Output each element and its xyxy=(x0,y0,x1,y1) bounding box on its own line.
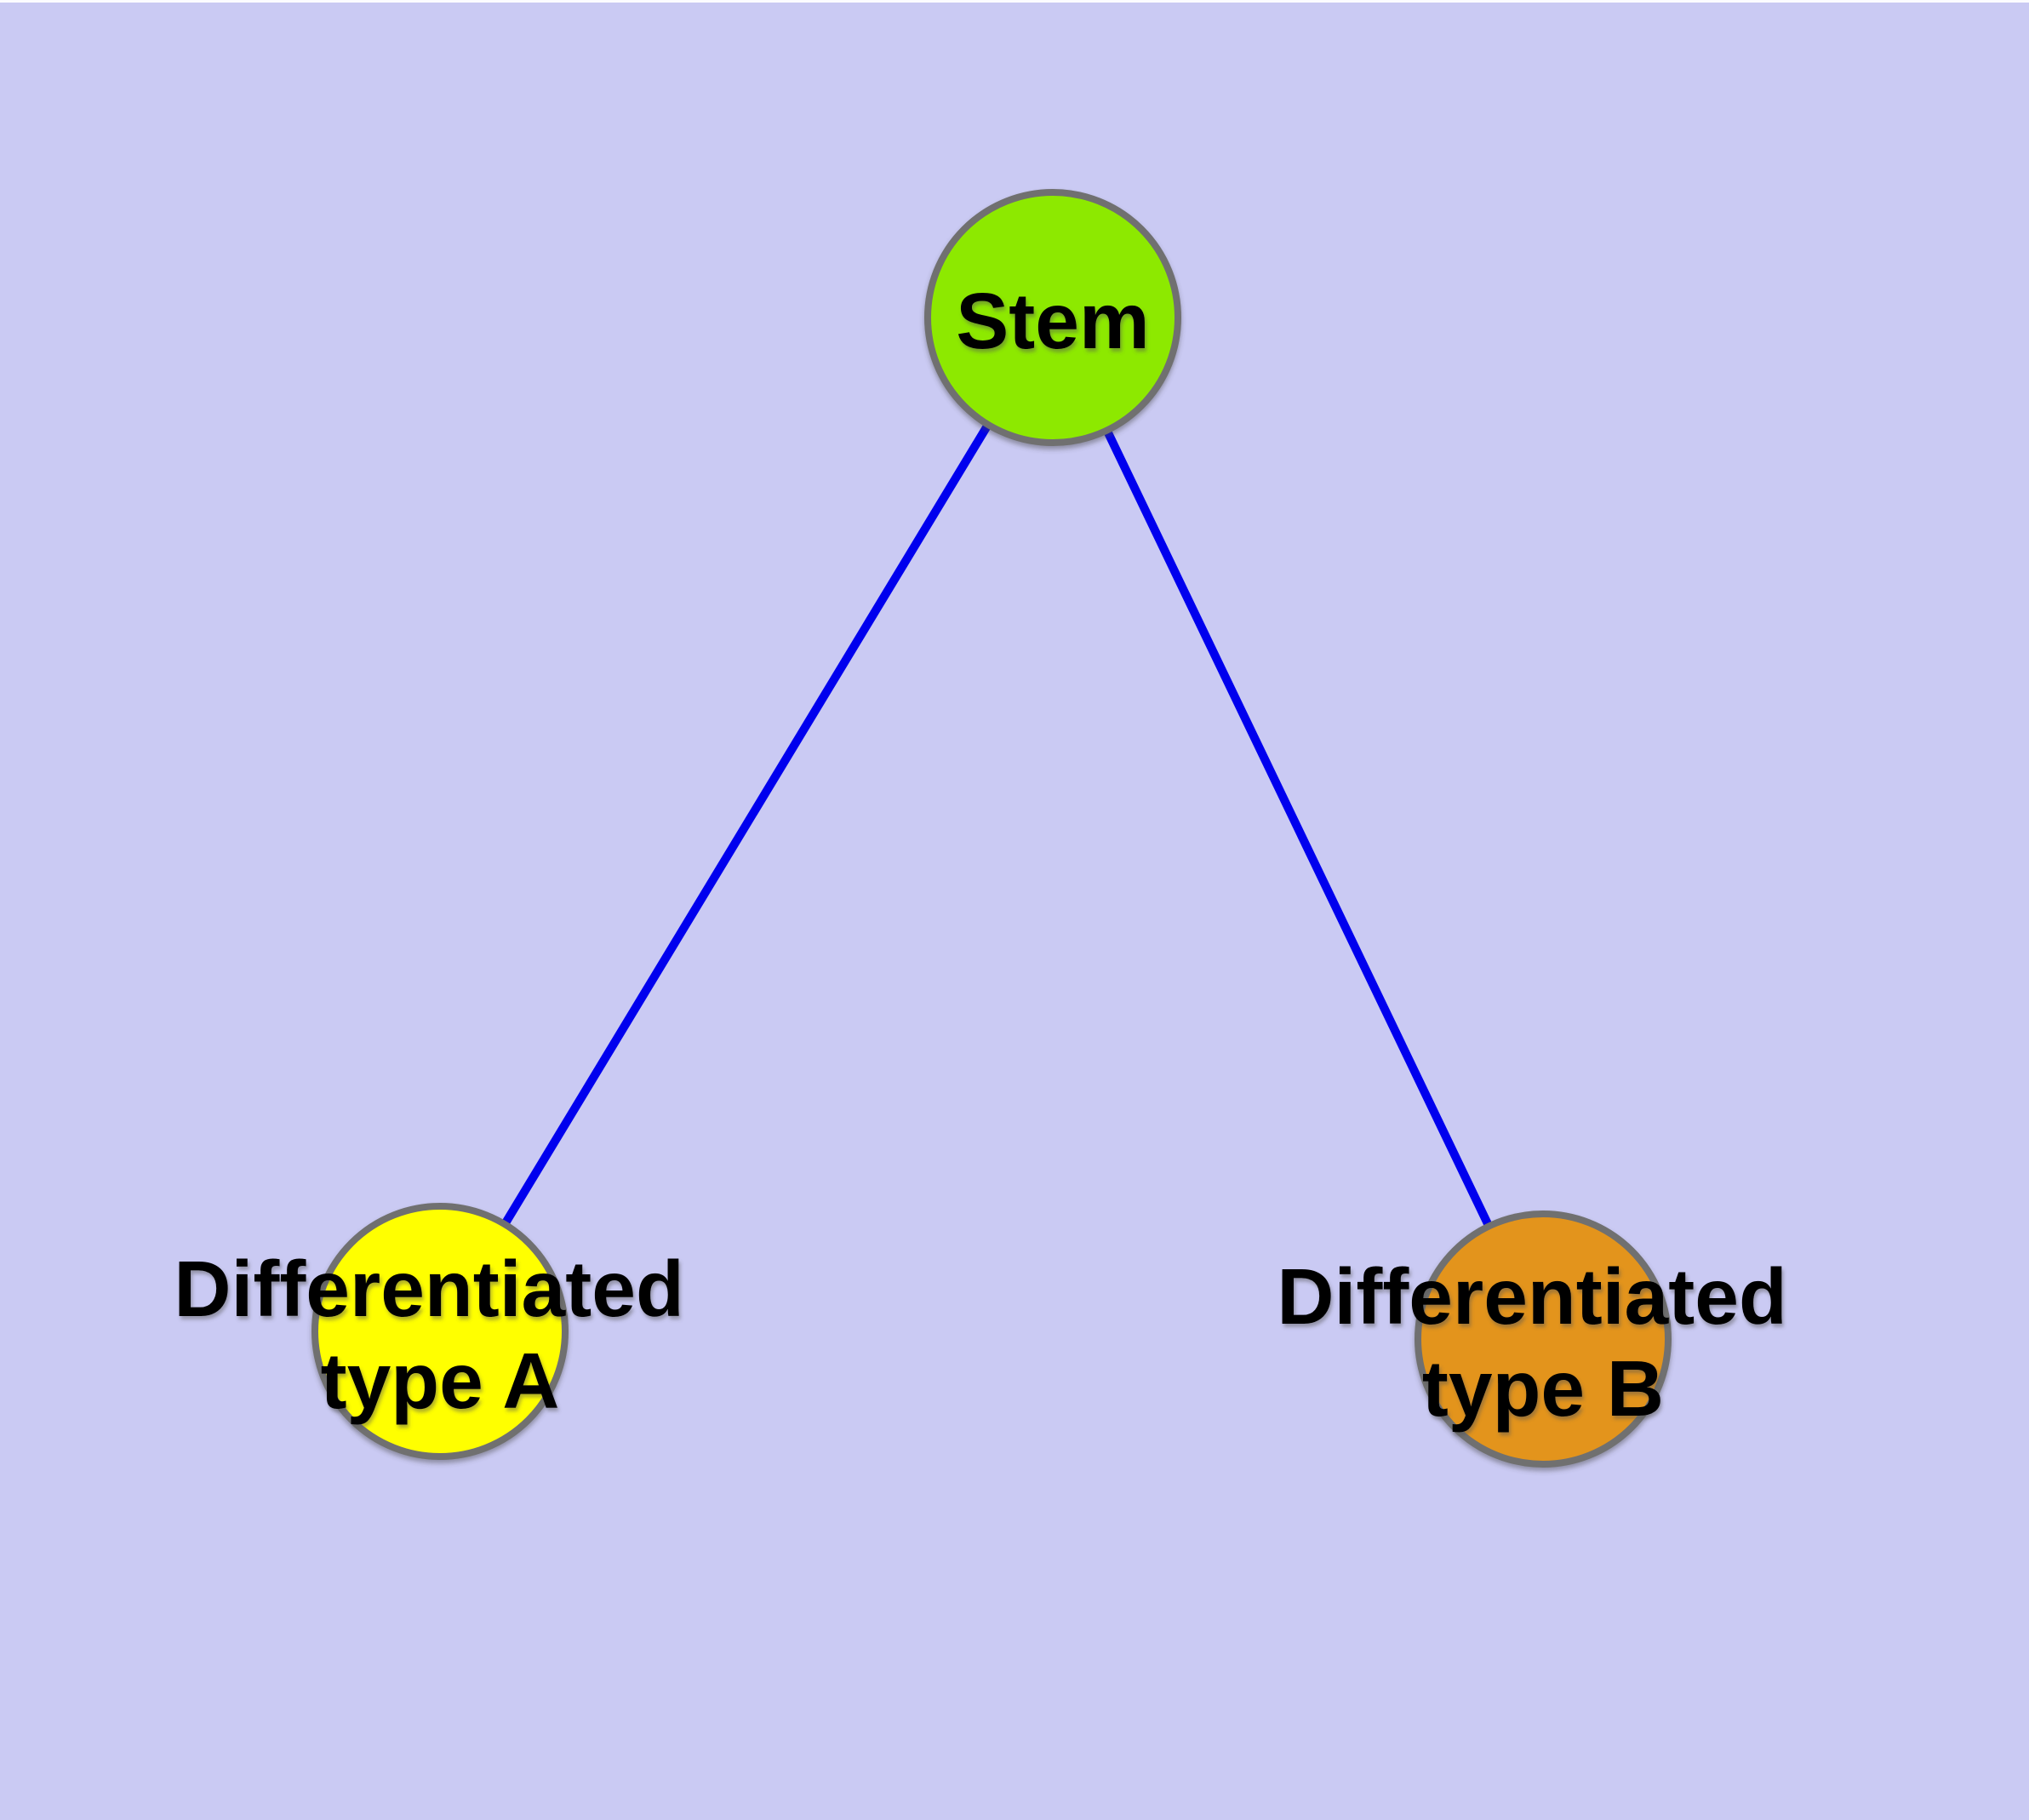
node-stem-label: Stem xyxy=(956,277,1149,365)
node-stem-circle[interactable] xyxy=(924,189,1181,446)
node-differentiated-type-a-label-line1: Differentiated xyxy=(174,1245,683,1333)
node-differentiated-type-b-circle[interactable] xyxy=(1415,1210,1672,1468)
edge-stem-to-type-b xyxy=(1049,315,1547,1342)
nodes-layer: Stem Differentiated type A Differentiate… xyxy=(174,189,1809,1468)
node-stem[interactable]: Stem xyxy=(924,189,1181,446)
node-differentiated-type-a-circle[interactable] xyxy=(311,1203,569,1460)
node-differentiated-type-b-label: Differentiated type B xyxy=(1277,1252,1809,1433)
image-top-edge xyxy=(0,0,2029,3)
node-differentiated-type-a-label: Differentiated type A xyxy=(174,1245,706,1425)
node-differentiated-type-b-label-line2: type B xyxy=(1422,1344,1664,1433)
edges-layer xyxy=(436,315,1547,1342)
node-differentiated-type-a-label-line2: type A xyxy=(321,1336,560,1425)
node-differentiated-type-a[interactable]: Differentiated type A xyxy=(174,1203,706,1460)
node-differentiated-type-b-label-line1: Differentiated xyxy=(1277,1252,1786,1341)
node-stem-label-line: Stem xyxy=(956,277,1149,365)
edge-stem-to-type-a xyxy=(436,315,1057,1334)
node-differentiated-type-b[interactable]: Differentiated type B xyxy=(1277,1210,1809,1468)
